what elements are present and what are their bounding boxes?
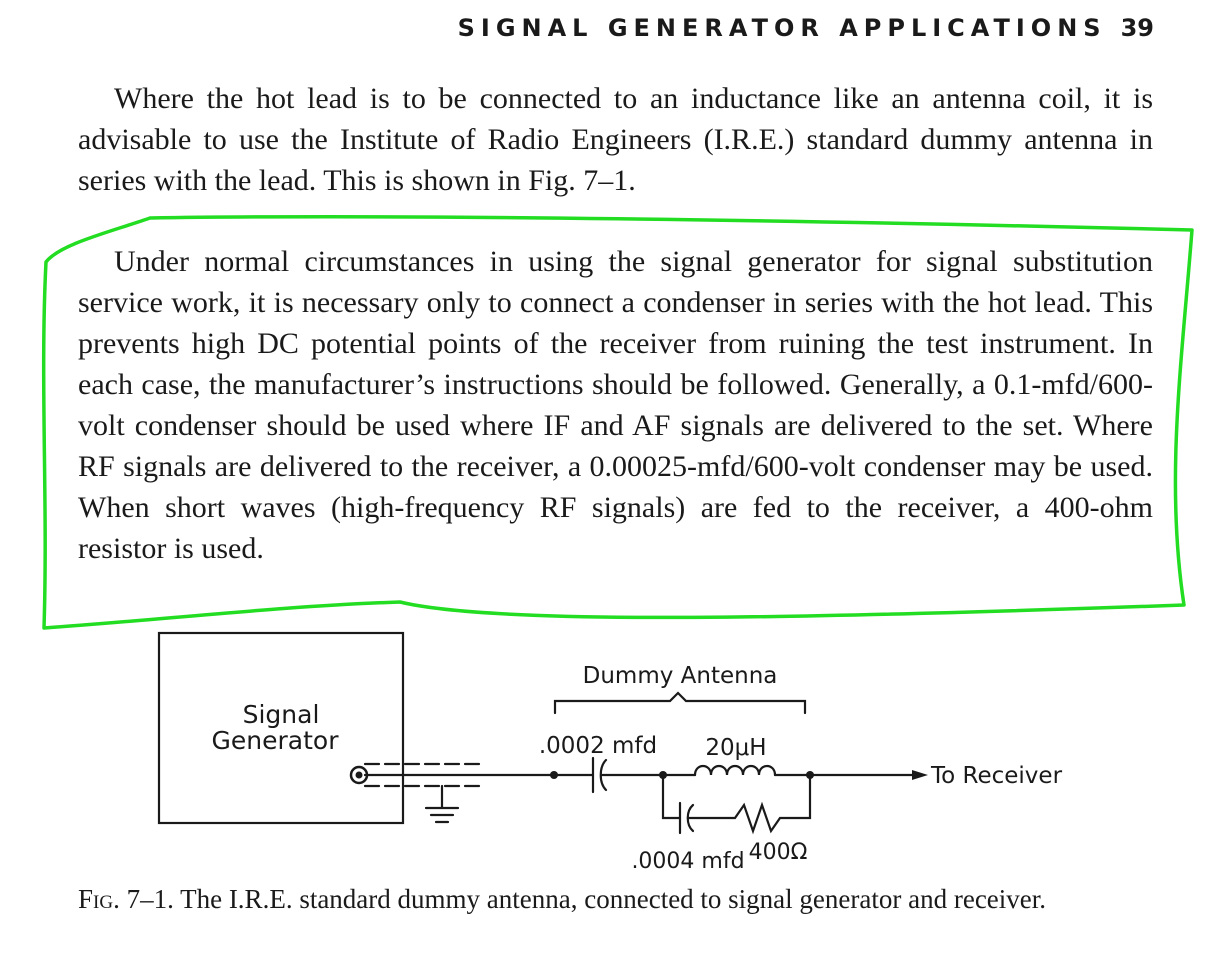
inductor-label: 20μH bbox=[705, 735, 766, 761]
running-title: SIGNAL GENERATOR APPLICATIONS bbox=[457, 14, 1107, 42]
series-capacitor-label: .0002 mfd bbox=[539, 733, 657, 759]
page-number: 39 bbox=[1120, 14, 1154, 42]
dummy-antenna-label: Dummy Antenna bbox=[583, 663, 778, 689]
paragraph-signal-substitution: Under normal circumstances in using the … bbox=[78, 245, 1153, 565]
figure-caption-label: Fig. 7–1. bbox=[78, 884, 174, 914]
resistor-label: 400Ω bbox=[749, 840, 808, 865]
figure-caption-text: The I.R.E. standard dummy antenna, conne… bbox=[180, 884, 1047, 914]
shunt-capacitor-label: .0004 mfd bbox=[631, 849, 744, 874]
dummy-antenna-schematic: Signal Generator Dummy Antenna .0002 mfd… bbox=[157, 631, 1063, 874]
signal-generator-box bbox=[157, 631, 405, 825]
figure-caption: Fig. 7–1. The I.R.E. standard dummy ante… bbox=[78, 880, 1153, 918]
running-header: SIGNAL GENERATOR APPLICATIONS 39 bbox=[458, 14, 1154, 42]
paragraph-dummy-antenna: Where the hot lead is to be connected to… bbox=[78, 82, 1153, 197]
signal-label: Signal bbox=[243, 700, 320, 729]
generator-label: Generator bbox=[212, 726, 340, 755]
to-receiver-label: To Receiver bbox=[930, 763, 1063, 789]
